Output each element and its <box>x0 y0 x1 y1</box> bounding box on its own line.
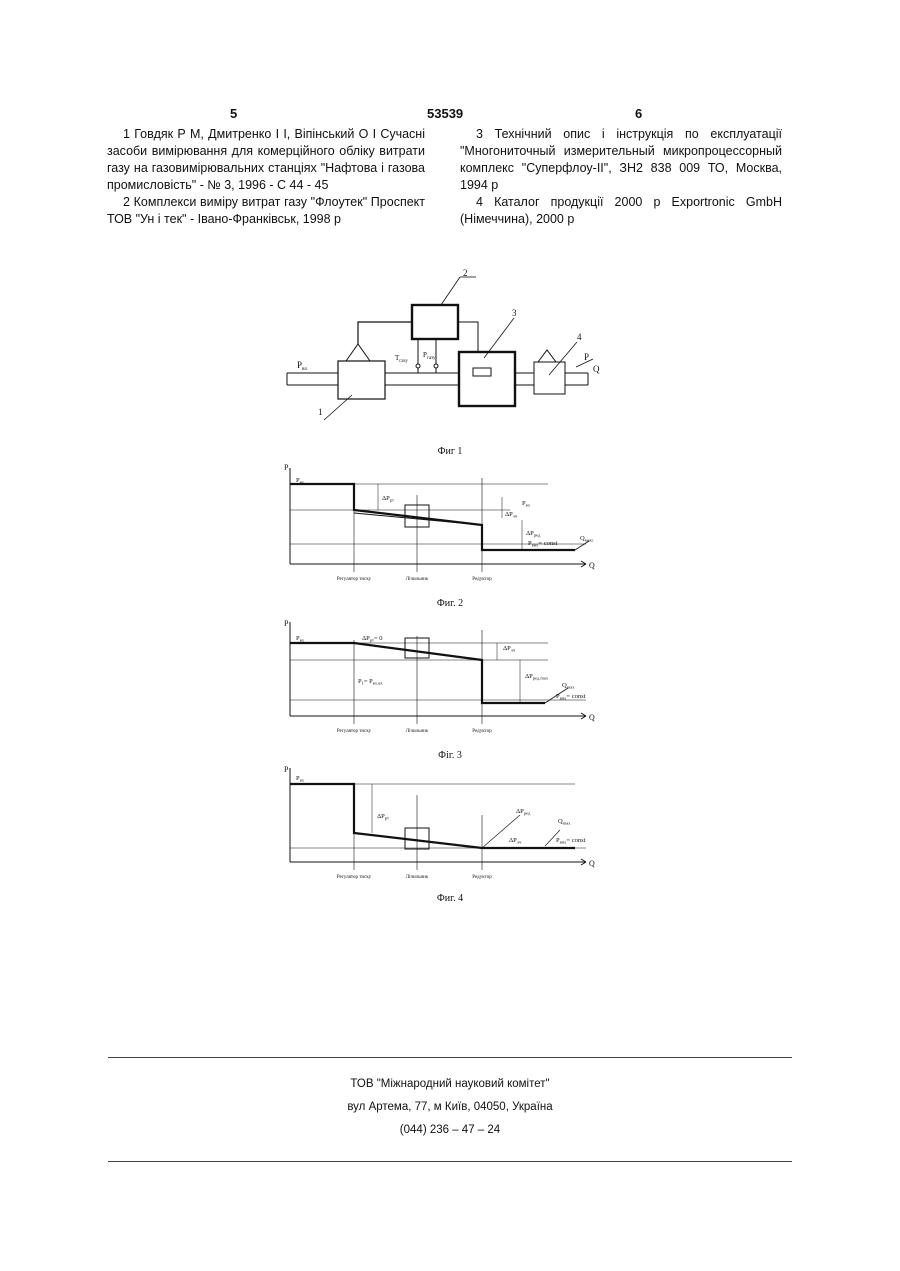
fig4-diagram <box>290 768 586 870</box>
fig2-y-axis-label: P <box>284 463 289 472</box>
fig3-regulator-label: Регулятор тиску <box>337 729 372 734</box>
fig2-p-vkh-label: Pвх <box>522 500 531 508</box>
fig3-meter-label: Лічильник <box>406 729 429 734</box>
footer-top-rule <box>108 1057 792 1058</box>
fig4-labels: P Q Pвх ΔPрт ΔPред ΔPлч Qmax Pвих= const… <box>284 765 595 880</box>
fig1-label-1: 1 <box>318 407 323 417</box>
fig2-reducer-label: Редуктор <box>472 577 492 582</box>
fig2-meter-label: Лічильник <box>406 577 429 582</box>
fig2-qmax-label: Qмакс <box>580 535 594 543</box>
footer-organization: ТОВ "Міжнародний науковий комітет" <box>0 1078 900 1090</box>
fig2-dp-red-label: ΔPред <box>526 530 541 538</box>
fig1-q-label: Q <box>593 364 600 374</box>
fig3-p1-label: P1= Pвх.вх <box>358 678 383 686</box>
fig3-caption: Фіг. 3 <box>438 750 462 761</box>
fig2-x-axis-label: Q <box>589 561 595 570</box>
fig4-y-axis-label: P <box>284 765 289 774</box>
fig2-dp-lch-label: ΔPлч <box>505 511 518 519</box>
fig3-dp-rt-label: ΔPрт= 0 <box>362 635 383 643</box>
fig3-labels: P Q Pвх ΔPрт= 0 ΔPлч P1= Pвх.вх ΔPред.ma… <box>284 619 595 734</box>
fig3-dp-red-label: ΔPред.max <box>525 673 549 681</box>
fig3-qmax-label: Qmax <box>562 682 575 690</box>
fig3-diagram <box>290 622 586 724</box>
fig3-y-axis-label: P <box>284 619 289 628</box>
fig3-dp-lch-label: ΔPлч <box>503 645 516 653</box>
fig1-caption: Фиг 1 <box>438 446 463 457</box>
fig2-pin-label: Pвх <box>296 477 305 485</box>
fig4-pin-label: Pвх <box>296 775 305 783</box>
fig4-qmax-label: Qmax <box>558 818 571 826</box>
fig3-pin-label: Pвх <box>296 635 305 643</box>
fig1-schematic <box>287 277 593 420</box>
fig4-meter-label: Лічильник <box>406 875 429 880</box>
fig4-regulator-label: Регулятор тиску <box>337 875 372 880</box>
footer-address: вул Артема, 77, м Київ, 04050, Україна <box>0 1101 900 1113</box>
fig1-label-3: 3 <box>512 308 517 318</box>
fig2-dp-rt-label: ΔPрт <box>382 495 394 503</box>
fig4-pvykh-label: Pвих= const <box>556 837 586 845</box>
fig2-caption: Фиг. 2 <box>437 598 463 609</box>
fig1-tgas-label: Tгазу <box>395 354 408 364</box>
fig4-dp-rt-label: ΔPрт <box>377 813 389 821</box>
footer-phone: (044) 236 – 47 – 24 <box>0 1124 900 1136</box>
fig1-pgas-label: Pгазу <box>423 351 436 361</box>
footer-bottom-rule <box>108 1161 792 1162</box>
fig3-pvykh-label: Pвих= const <box>556 693 586 701</box>
fig2-diagram <box>290 468 589 572</box>
fig4-reducer-label: Редуктор <box>472 875 492 880</box>
fig3-reducer-label: Редуктор <box>472 729 492 734</box>
fig4-dp-red-label: ΔPред <box>516 808 531 816</box>
fig3-x-axis-label: Q <box>589 713 595 722</box>
fig1-p-label: P <box>584 352 589 362</box>
fig1-label-2: 2 <box>463 268 468 278</box>
fig4-dp-lch-label: ΔPлч <box>509 837 522 845</box>
fig4-x-axis-label: Q <box>589 859 595 868</box>
fig4-caption: Фиг. 4 <box>437 893 463 904</box>
fig1-pin-label: Pвх <box>297 360 308 372</box>
fig1-labels: 2 3 4 1 Pвх Tгазу Pгазу P Q <box>297 268 600 417</box>
fig2-regulator-label: Регулятор тиску <box>337 577 372 582</box>
fig1-label-4: 4 <box>577 332 582 342</box>
fig2-pvykh-label: Pвих= const <box>528 540 558 548</box>
